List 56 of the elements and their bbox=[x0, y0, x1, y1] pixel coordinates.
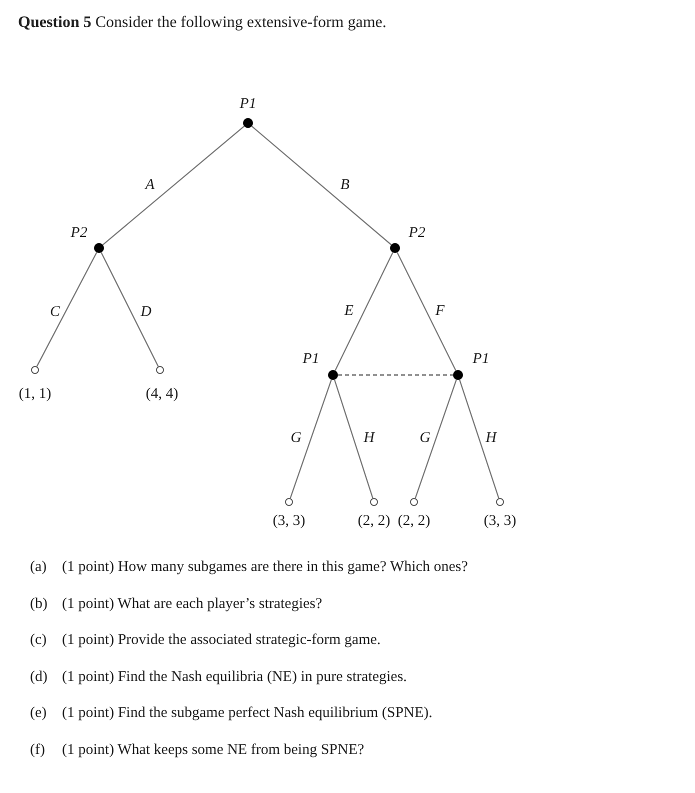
payoff-label: (3, 3) bbox=[272, 512, 306, 530]
information-set-line bbox=[338, 374, 453, 376]
terminal-node bbox=[156, 366, 164, 374]
edge-label: H bbox=[364, 429, 374, 447]
edge-label: C bbox=[50, 303, 60, 321]
edge-label: G bbox=[420, 429, 430, 447]
payoff-label: (3, 3) bbox=[484, 512, 516, 530]
question-text: (1 point) What are each player’s strategies? bbox=[62, 594, 322, 612]
player-label: P1 bbox=[240, 95, 256, 113]
payoff-label: (1, 1) bbox=[18, 385, 52, 403]
branch-line bbox=[334, 380, 374, 498]
terminal-node bbox=[410, 498, 418, 506]
player-label: P1 bbox=[472, 350, 490, 368]
question-text: (1 point) Find the subgame perfect Nash equilibrium (SPNE). bbox=[62, 704, 432, 722]
branch-line bbox=[459, 380, 500, 498]
question-letter: (e) bbox=[30, 704, 47, 722]
edge-label: D bbox=[140, 303, 152, 321]
branch-line bbox=[334, 252, 394, 371]
edge-label: E bbox=[344, 302, 354, 320]
branch-line bbox=[414, 380, 457, 498]
payoff-label: (2, 2) bbox=[358, 512, 390, 530]
edge-label: H bbox=[486, 429, 496, 447]
decision-node bbox=[390, 243, 400, 253]
branch-line bbox=[102, 126, 245, 246]
decision-node bbox=[243, 118, 253, 128]
question-letter: (b) bbox=[30, 594, 48, 612]
decision-node bbox=[328, 370, 338, 380]
player-label: P1 bbox=[302, 350, 320, 368]
branch-line bbox=[396, 252, 456, 371]
question-letter: (c) bbox=[30, 631, 47, 649]
player-label: P2 bbox=[408, 224, 426, 242]
question-letter: (a) bbox=[30, 558, 47, 576]
branch-line bbox=[251, 126, 392, 246]
payoff-label: (2, 2) bbox=[398, 512, 430, 530]
edge-label: A bbox=[145, 176, 155, 194]
terminal-node bbox=[496, 498, 504, 506]
terminal-node bbox=[31, 366, 39, 374]
question-letter: (d) bbox=[30, 668, 48, 686]
question-heading: Question 5 Consider the following extensive-form game. bbox=[18, 14, 386, 32]
player-label: P2 bbox=[70, 224, 88, 242]
question-text: (1 point) Find the Nash equilibria (NE) in pure strategies. bbox=[62, 668, 407, 686]
terminal-node bbox=[370, 498, 378, 506]
branch-line bbox=[36, 252, 98, 367]
decision-node bbox=[94, 243, 104, 253]
edge-label: F bbox=[435, 302, 445, 320]
question-text: (1 point) What keeps some NE from being SPNE? bbox=[62, 740, 364, 758]
terminal-node bbox=[285, 498, 293, 506]
question-letter: (f) bbox=[30, 740, 45, 758]
branch-line bbox=[100, 252, 159, 367]
edge-label: G bbox=[290, 429, 302, 447]
question-text: (1 point) Provide the associated strategic-form game. bbox=[62, 631, 381, 649]
branch-line bbox=[290, 380, 332, 498]
payoff-label: (4, 4) bbox=[146, 385, 178, 403]
edge-label: B bbox=[340, 176, 350, 194]
question-text: (1 point) How many subgames are there in this game? Which ones? bbox=[62, 558, 468, 576]
decision-node bbox=[453, 370, 463, 380]
